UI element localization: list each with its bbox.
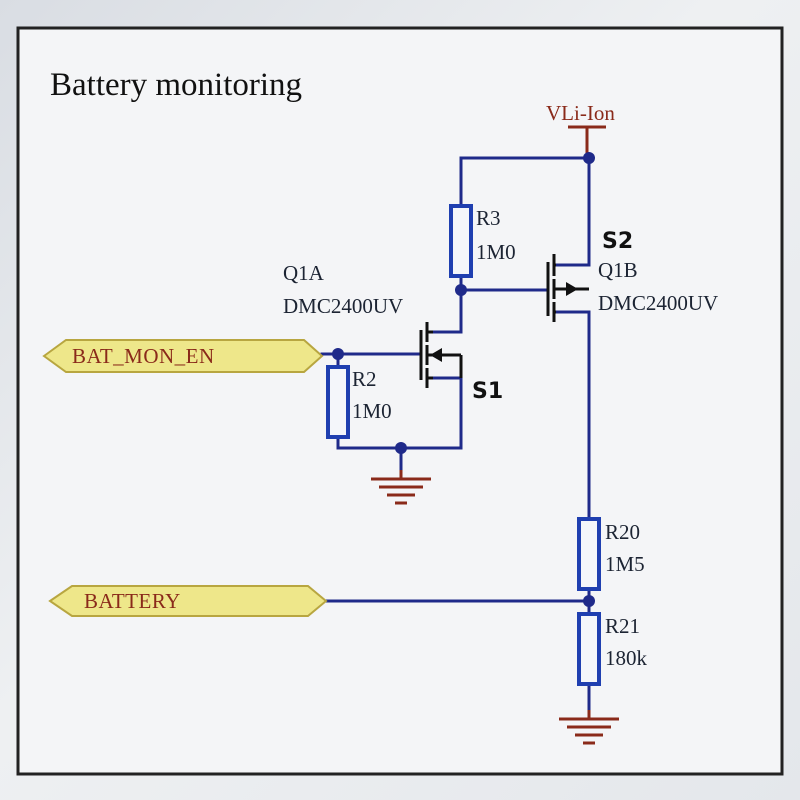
annotation-s1: S1	[472, 379, 503, 404]
power-vli-ion: VLi-Ion	[546, 101, 615, 158]
port-bat-mon-en: BAT_MON_EN	[42, 339, 324, 373]
junction-dot	[583, 152, 595, 164]
resistor-r3-value: 1M0	[476, 240, 516, 264]
transistor-q1b-part: DMC2400UV	[598, 291, 718, 315]
transistor-q1b	[546, 254, 589, 322]
resistor-r2-ref: R2	[352, 367, 377, 391]
resistor-r3-ref: R3	[476, 206, 501, 230]
junction-dot	[332, 348, 344, 360]
transistor-q1b-ref: Q1B	[598, 258, 638, 282]
annotation-s2: S2	[602, 229, 633, 254]
junction-dot	[455, 284, 467, 296]
resistor-r2-value: 1M0	[352, 399, 392, 423]
transistor-q1a-part: DMC2400UV	[283, 294, 403, 318]
wires	[320, 156, 591, 720]
resistor-r21-value: 180k	[605, 646, 648, 670]
port-battery: BATTERY	[48, 585, 328, 617]
junctions	[332, 152, 595, 607]
resistor-r20: R20 1M5	[577, 517, 645, 591]
ground-symbol-2	[559, 710, 619, 745]
sheet-frame	[16, 26, 784, 776]
resistor-r3: R3 1M0	[449, 204, 516, 278]
resistor-r2: R2 1M0	[326, 365, 392, 439]
junction-dot	[583, 595, 595, 607]
resistor-r21-ref: R21	[605, 614, 640, 638]
resistor-r20-ref: R20	[605, 520, 640, 544]
diagram-title: Battery monitoring	[50, 67, 302, 103]
power-vli-ion-label: VLi-Ion	[546, 101, 615, 125]
ground-symbol-1	[371, 470, 431, 505]
port-battery-label: BATTERY	[84, 589, 181, 613]
junction-dot	[395, 442, 407, 454]
resistor-r21: R21 180k	[577, 612, 648, 686]
transistor-q1a	[419, 322, 463, 388]
port-bat-mon-en-label: BAT_MON_EN	[72, 344, 215, 368]
transistor-q1a-ref: Q1A	[283, 261, 325, 285]
resistor-r20-value: 1M5	[605, 552, 645, 576]
q1b-arrow-icon	[566, 282, 578, 296]
q1a-arrow-icon	[430, 348, 442, 362]
